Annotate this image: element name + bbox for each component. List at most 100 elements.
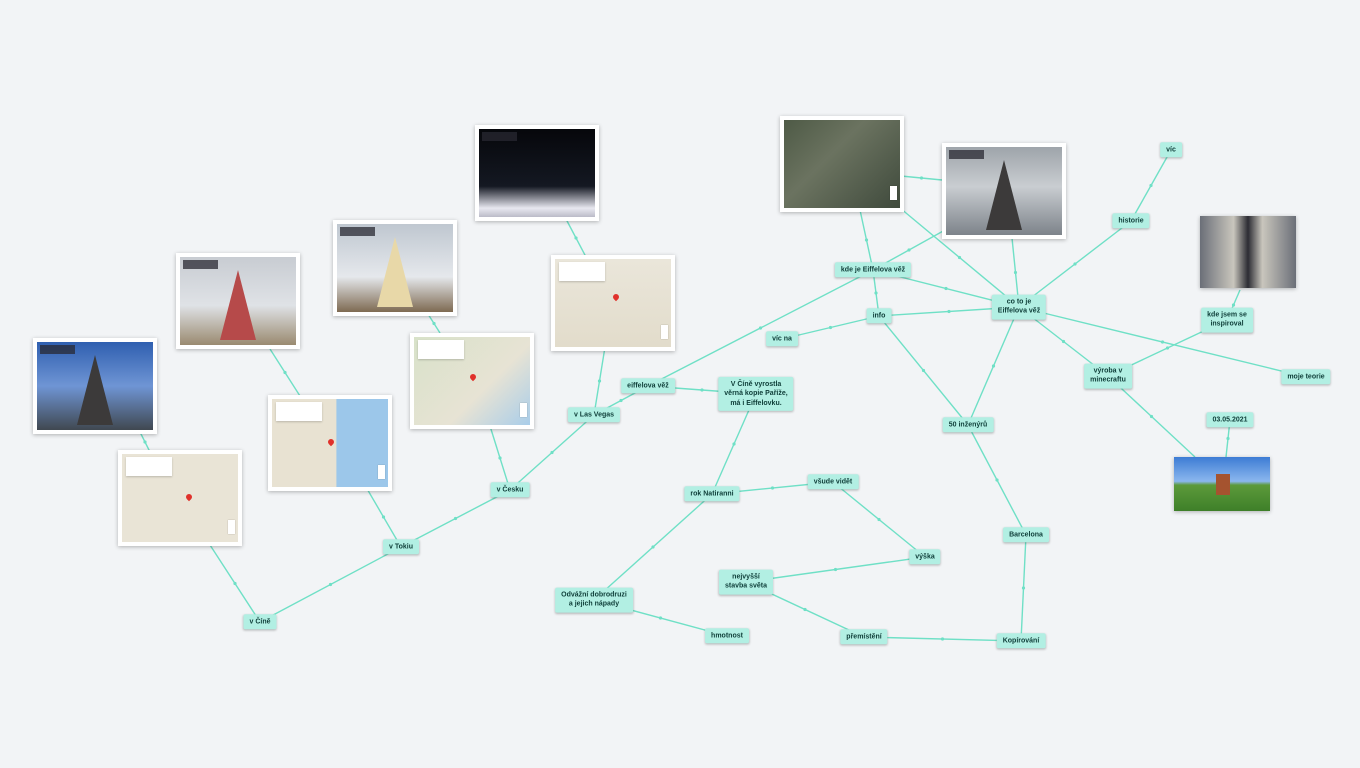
node-eiffelova-vez[interactable]: eiffelova věž <box>621 378 675 394</box>
connection-arrow-marker <box>803 607 807 612</box>
connection-arrow-marker <box>597 379 602 383</box>
card-paris-map[interactable] <box>780 116 904 212</box>
connection-line <box>967 424 1027 536</box>
connection-arrow-marker <box>940 637 945 641</box>
node-v-las-vegas[interactable]: v Las Vegas <box>567 407 621 423</box>
connection-line <box>647 269 874 387</box>
connection-arrow-marker <box>907 248 911 252</box>
connection-line <box>139 431 151 453</box>
connection-arrow-marker <box>432 321 436 326</box>
connection-arrow-marker <box>381 515 386 519</box>
connection-arrow-marker <box>1061 339 1066 344</box>
minecraft-build-icon <box>1174 457 1270 511</box>
connection-line <box>365 486 402 548</box>
connection-line <box>565 218 587 258</box>
node-vic[interactable]: víc <box>1160 142 1182 158</box>
japan-map-icon <box>272 399 388 487</box>
nevada-map-icon <box>555 259 671 347</box>
card-eiffel-photo[interactable] <box>942 143 1066 239</box>
petrin-tower-photo-icon <box>337 224 453 312</box>
connection-arrow-marker <box>1226 436 1230 441</box>
card-tokio-photo[interactable] <box>176 253 300 349</box>
connection-arrow-marker <box>1149 183 1153 188</box>
connection-line <box>1018 306 1307 378</box>
node-historie[interactable]: historie <box>1112 213 1150 229</box>
node-v-cine[interactable]: v Číně <box>243 614 277 630</box>
card-cesko-map[interactable] <box>410 333 534 429</box>
connection-line <box>269 348 301 397</box>
connection-arrow-marker <box>991 364 996 368</box>
connection-arrow-marker <box>233 581 237 586</box>
card-tokio-map[interactable] <box>268 395 392 491</box>
connection-arrow-marker <box>1021 586 1026 590</box>
card-inspiration-photo[interactable] <box>1200 216 1296 288</box>
connection-arrow-marker <box>1231 303 1236 307</box>
connection-arrow-marker <box>995 478 999 482</box>
eiffel-tower-below-photo-icon <box>946 147 1062 235</box>
connection-arrow-marker <box>550 450 554 455</box>
card-vegas-photo[interactable] <box>475 125 599 221</box>
card-cina-photo[interactable] <box>33 338 157 434</box>
node-vcine-kopie[interactable]: V Číně vyrostla věrná kopie Paříže, má i… <box>718 376 794 412</box>
connection-arrow-marker <box>700 388 704 392</box>
node-rok-natiranni[interactable]: rok Natiranni <box>684 486 740 502</box>
node-vsude-videt[interactable]: všude vidět <box>807 474 859 490</box>
card-cina-map[interactable] <box>118 450 242 546</box>
node-premisteni[interactable]: přemístění <box>840 629 888 645</box>
connection-line <box>832 481 926 558</box>
connection-arrow-marker <box>864 238 869 242</box>
connection-arrow-marker <box>1073 262 1077 266</box>
node-info[interactable]: info <box>866 308 892 324</box>
connection-line <box>878 315 969 426</box>
connection-arrow-marker <box>921 368 926 373</box>
node-vyroba-v-minecraftu[interactable]: výroba v minecraftu <box>1084 363 1132 389</box>
connection-line <box>593 346 606 416</box>
tokyo-tower-photo-icon <box>180 257 296 345</box>
connection-line <box>859 209 874 271</box>
connection-arrow-marker <box>453 516 458 521</box>
connection-arrow-marker <box>877 517 881 522</box>
node-50-inzenyru[interactable]: 50 inženýrů <box>942 417 994 433</box>
connection-line <box>259 546 402 623</box>
connection-line <box>1020 534 1027 642</box>
node-kde-je-eiffelova-vez[interactable]: kde je Eiffelova věž <box>834 262 912 278</box>
node-kde-jsem-se-inspiroval[interactable]: kde jsem se inspiroval <box>1201 307 1253 333</box>
stairs-photo-icon <box>1200 216 1296 288</box>
connection-arrow-marker <box>328 582 333 587</box>
connection-arrow-marker <box>1165 346 1170 350</box>
card-minecraft[interactable] <box>1174 457 1270 511</box>
node-vic-na[interactable]: víc na <box>766 331 798 347</box>
node-v-cesku[interactable]: v Česku <box>490 482 530 498</box>
node-odvazni-dobrodruzi[interactable]: Odvážní dobrodruzi a jejich nápady <box>555 587 633 613</box>
connection-line <box>209 544 261 623</box>
node-kopirovani[interactable]: Kopírování <box>996 633 1046 649</box>
connection-arrow-marker <box>944 286 948 291</box>
node-vyska[interactable]: výška <box>909 549 941 565</box>
node-co-to-je-eiffelova-vez[interactable]: co to je Eiffelova věž <box>991 294 1047 320</box>
node-nejvyssi-stavba[interactable]: nejvyšší stavba světa <box>718 569 774 595</box>
las-vegas-night-photo-icon <box>479 129 595 217</box>
connection-arrow-marker <box>1160 340 1165 344</box>
eiffel-tower-photo-icon <box>37 342 153 430</box>
connection-arrow-marker <box>919 176 924 180</box>
connection-arrow-marker <box>658 616 663 620</box>
node-moje-teorie[interactable]: moje teorie <box>1281 369 1331 385</box>
connection-arrow-marker <box>1013 270 1018 275</box>
connection-line <box>427 313 441 334</box>
node-barcelona[interactable]: Barcelona <box>1003 527 1049 543</box>
connection-line <box>900 175 943 181</box>
card-cesko-photo[interactable] <box>333 220 457 316</box>
paris-satellite-map-icon <box>784 120 900 208</box>
card-vegas-map[interactable] <box>551 255 675 351</box>
node-v-tokiu[interactable]: v Tokiu <box>383 539 419 555</box>
connection-arrow-marker <box>732 442 736 446</box>
node-datum[interactable]: 03.05.2021 <box>1206 412 1254 428</box>
china-map-icon <box>122 454 238 542</box>
connection-line <box>1130 149 1172 222</box>
connection-arrow-marker <box>758 326 763 330</box>
czech-map-icon <box>414 337 530 425</box>
connection-arrow-marker <box>498 456 502 460</box>
node-hmotnost[interactable]: hmotnost <box>705 628 749 644</box>
